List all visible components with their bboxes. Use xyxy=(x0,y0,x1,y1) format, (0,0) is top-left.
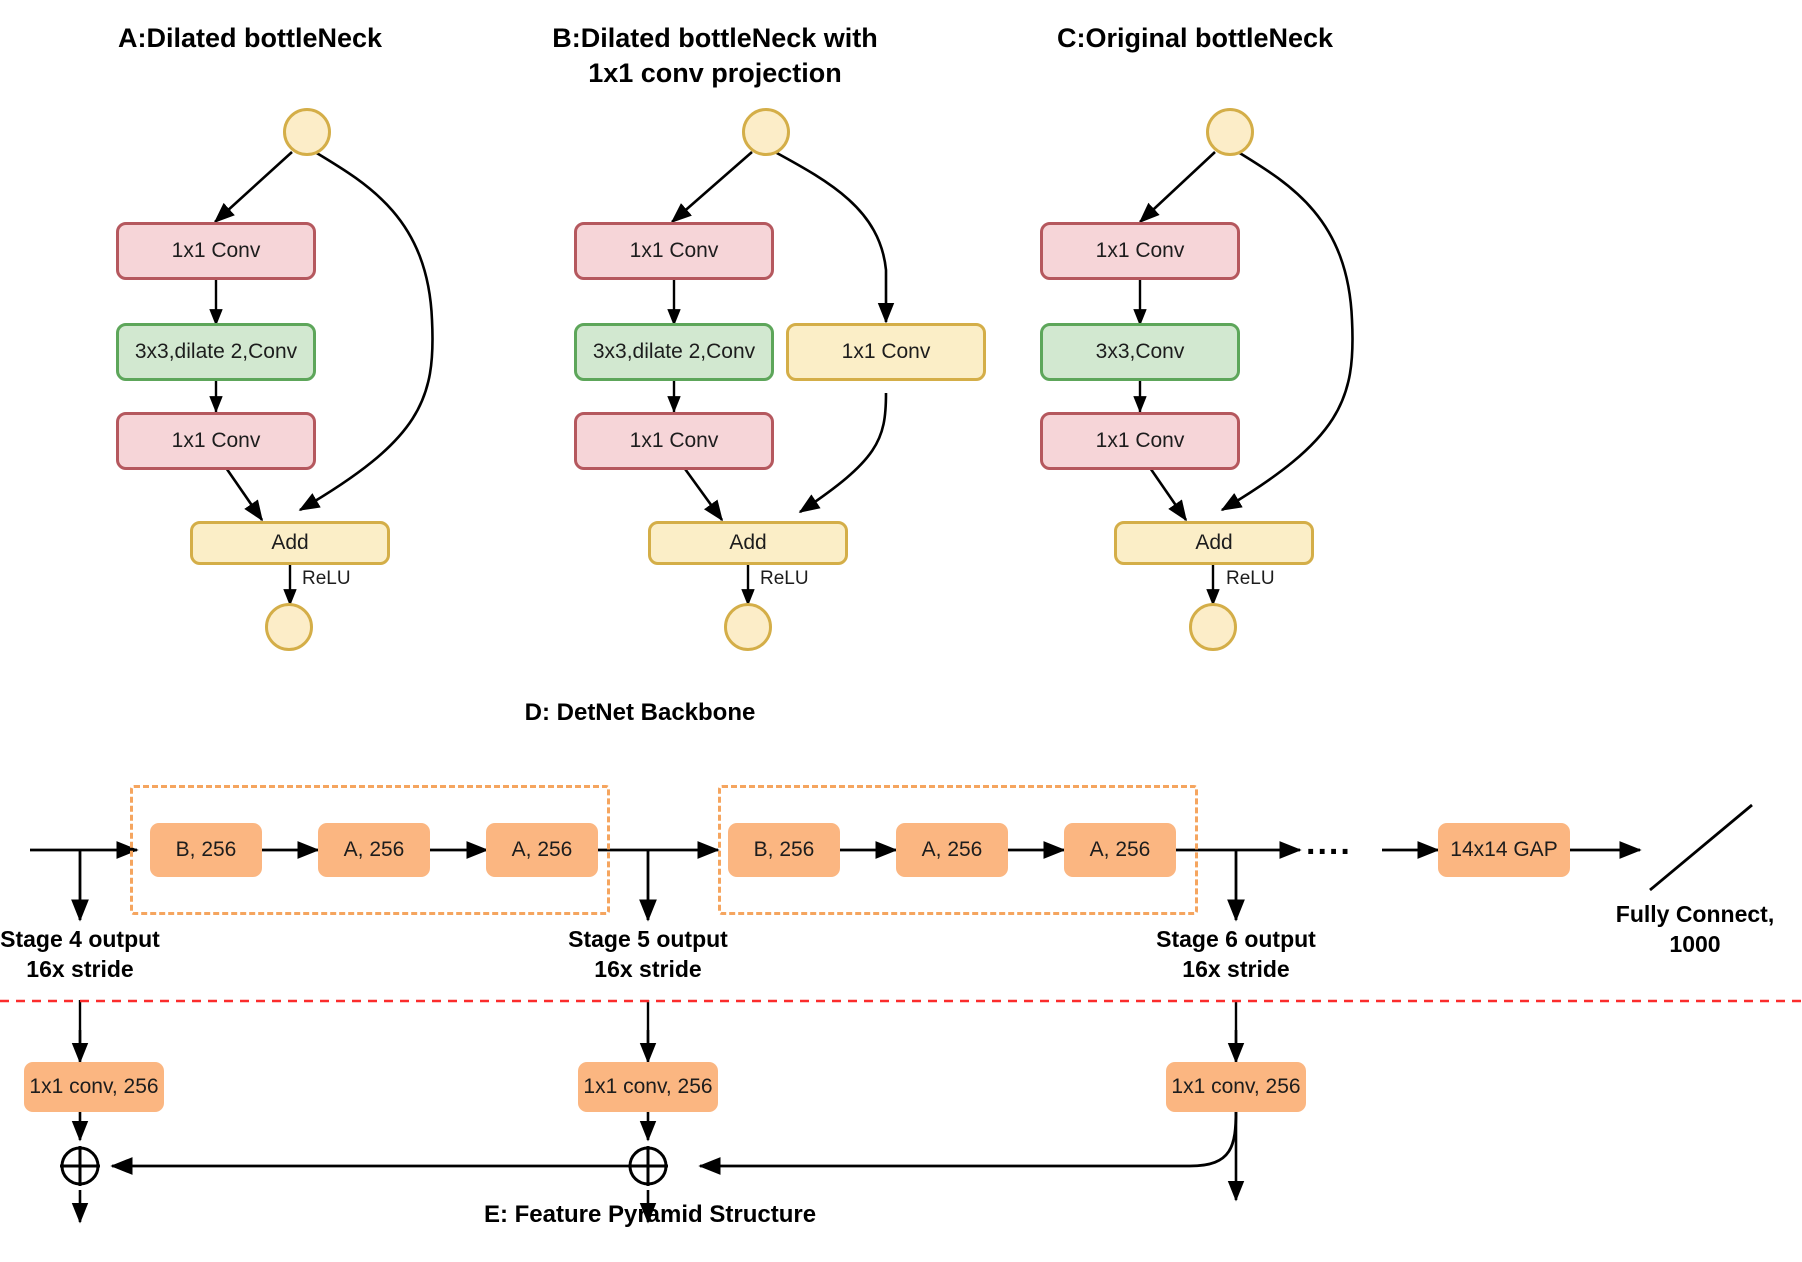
backbone-block-a1[interactable]: A, 256 xyxy=(318,823,430,877)
fpn-lateral-conv-1[interactable]: 1x1 conv, 256 xyxy=(24,1062,164,1112)
stage-4-output-label-line2: 16x stride xyxy=(26,956,134,982)
panel-c-title: C:Original bottleNeck xyxy=(1056,23,1334,53)
fpn-lateral-conv-2[interactable]: 1x1 conv, 256 xyxy=(578,1062,718,1112)
panel-c-relu-label: ReLU xyxy=(1226,568,1275,589)
stage-6-output-label-line2: 16x stride xyxy=(1182,956,1290,982)
panel-c-add[interactable]: Add xyxy=(1114,521,1314,565)
stage-6-output-label-line1: Stage 6 output xyxy=(1156,926,1316,952)
fpn-title: E: Feature Pyramid Structure xyxy=(483,1201,817,1228)
panel-c-input-circle xyxy=(1206,108,1254,156)
panel-b-relu-label: ReLU xyxy=(760,568,809,589)
panel-a-conv3[interactable]: 1x1 Conv xyxy=(116,412,316,470)
panel-b-title-line2: 1x1 conv projection xyxy=(588,58,842,88)
fpn-merge-oplus-icon-1 xyxy=(60,1146,100,1186)
panel-a-relu-label: ReLU xyxy=(302,568,351,589)
panel-b-add[interactable]: Add xyxy=(648,521,848,565)
panel-c-conv2[interactable]: 3x3,Conv xyxy=(1040,323,1240,381)
fpn-connectors xyxy=(71,1030,1245,1224)
panel-c-output-circle xyxy=(1189,603,1237,651)
stage-5-output-label-line2: 16x stride xyxy=(594,956,702,982)
fpn-merge-oplus-icon-2 xyxy=(628,1146,668,1186)
stage-5-output-label-line1: Stage 5 output xyxy=(568,926,728,952)
backbone-block-a4[interactable]: A, 256 xyxy=(1064,823,1176,877)
backbone-block-a2[interactable]: A, 256 xyxy=(486,823,598,877)
fully-connect-label-line2: 1000 xyxy=(1669,931,1721,957)
panel-a-conv2[interactable]: 3x3,dilate 2,Conv xyxy=(116,323,316,381)
panel-b-conv3[interactable]: 1x1 Conv xyxy=(574,412,774,470)
backbone-stage-group-2 xyxy=(718,785,1198,915)
panel-a-conv1[interactable]: 1x1 Conv xyxy=(116,222,316,280)
panel-a-title: A:Dilated bottleNeck xyxy=(117,23,383,53)
panel-b-projection-conv[interactable]: 1x1 Conv xyxy=(786,323,986,381)
backbone-block-b2[interactable]: B, 256 xyxy=(728,823,840,877)
panel-a-add[interactable]: Add xyxy=(190,521,390,565)
panel-c-conv1[interactable]: 1x1 Conv xyxy=(1040,222,1240,280)
fpn-lateral-conv-3[interactable]: 1x1 conv, 256 xyxy=(1166,1062,1306,1112)
backbone-ellipsis: .... xyxy=(1306,824,1352,862)
backbone-gap-block[interactable]: 14x14 GAP xyxy=(1438,823,1570,877)
backbone-block-a3[interactable]: A, 256 xyxy=(896,823,1008,877)
backbone-title: D: DetNet Backbone xyxy=(524,699,756,726)
fully-connect-label-line1: Fully Connect, xyxy=(1615,901,1775,927)
panel-b-input-circle xyxy=(742,108,790,156)
panel-b-output-circle xyxy=(724,603,772,651)
backbone-block-b1[interactable]: B, 256 xyxy=(150,823,262,877)
panel-a-output-circle xyxy=(265,603,313,651)
panel-b-title-line1: B:Dilated bottleNeck with xyxy=(552,23,878,53)
panel-a-input-circle xyxy=(283,108,331,156)
panel-b-conv1[interactable]: 1x1 Conv xyxy=(574,222,774,280)
stage-4-output-label-line1: Stage 4 output xyxy=(0,926,160,952)
panel-c-conv3[interactable]: 1x1 Conv xyxy=(1040,412,1240,470)
backbone-stage-group-1 xyxy=(130,785,610,915)
panel-b-conv2[interactable]: 3x3,dilate 2,Conv xyxy=(574,323,774,381)
